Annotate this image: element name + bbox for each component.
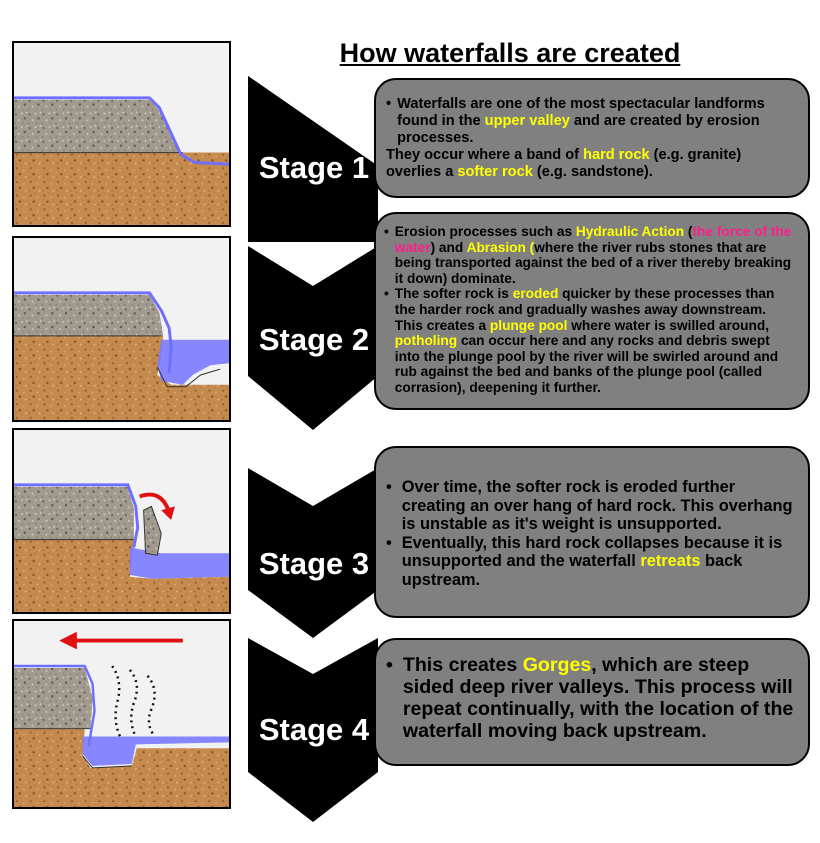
- text-run: Waterfalls are one of the most spectacul…: [397, 96, 765, 129]
- plunge-pool: [157, 339, 229, 385]
- stage-2-label: Stage 2: [258, 322, 370, 357]
- text-run: back upstream.: [401, 552, 743, 589]
- stage-3-description: • Over time, the softer rock is eroded fu…: [374, 446, 810, 618]
- highlighted-term: Abrasion (: [466, 239, 535, 255]
- bullet-icon: •: [386, 654, 393, 676]
- text-run: (e.g. sandstone).: [532, 164, 653, 180]
- highlighted-term: eroded: [512, 286, 559, 302]
- paragraph-text: The softer rock is eroded quicker by the…: [395, 286, 796, 395]
- description-paragraph: • The softer rock is eroded quicker by th…: [384, 286, 796, 395]
- stage-1-diagram: [12, 41, 231, 227]
- text-run: where the river rubs stones that are bei…: [394, 239, 792, 286]
- bullet-icon: •: [384, 224, 389, 239]
- highlighted-term: upper valley: [484, 113, 570, 129]
- text-run: quicker by these processes than the hard…: [394, 286, 775, 333]
- text-run: Over time, the softer rock is eroded fur…: [401, 478, 793, 533]
- text-run: This creates: [402, 654, 523, 676]
- bullet-icon: •: [384, 286, 389, 302]
- description-paragraph: They occur where a band of hard rock (e.…: [386, 147, 794, 181]
- paragraph-text: They occur where a band of hard rock (e.…: [386, 147, 794, 181]
- text-run: , which are steep sided deep river valle…: [402, 654, 794, 742]
- paragraph-text: This creates Gorges, which are steep sid…: [403, 654, 794, 742]
- text-run: ) and: [430, 239, 467, 255]
- text-run: They occur where a band of: [386, 147, 584, 163]
- text-run: where water is swilled around,: [567, 317, 770, 333]
- river-water: [14, 291, 173, 374]
- stage-1-chevron: [248, 76, 378, 242]
- stage-2-diagram: [12, 236, 231, 422]
- bullet-icon: •: [386, 96, 392, 112]
- text-run: The softer rock is: [394, 286, 513, 302]
- hard-rock-layer: [14, 486, 134, 540]
- page-title: How waterfalls are created: [339, 38, 681, 68]
- paragraph-text: Eventually, this hard rock collapses bec…: [402, 534, 794, 590]
- river-water: [14, 96, 229, 166]
- hard-rock-layer: [14, 294, 164, 336]
- stage-3-chevron: [248, 468, 378, 638]
- highlighted-term: Hydraulic Action: [575, 224, 685, 239]
- description-paragraph: • Eventually, this hard rock collapses be…: [386, 534, 794, 590]
- stage-3-label: Stage 3: [258, 546, 370, 581]
- plunge-pool: [82, 736, 229, 766]
- text-run: Erosion processes such as: [394, 224, 576, 239]
- description-paragraph: • Over time, the softer rock is eroded fu…: [386, 478, 794, 534]
- stage-4-chevron: [248, 638, 378, 822]
- stage-2-chevron: [248, 246, 378, 430]
- paragraph-text: Erosion processes such as Hydraulic Acti…: [395, 224, 796, 286]
- text-run: and are created by erosion processes.: [397, 113, 760, 146]
- highlighted-term: plunge pool: [489, 317, 568, 333]
- highlighted-term: potholing: [394, 333, 458, 349]
- highlighted-term: the force of the water: [394, 224, 792, 255]
- collapsing-rock: [143, 505, 162, 556]
- hard-rock-layer: [14, 99, 181, 153]
- stage-1-label: Stage 1: [258, 150, 370, 185]
- stage-3-diagram: [12, 428, 231, 614]
- highlighted-term: hard rock: [583, 147, 650, 163]
- stage-4-description: • This creates Gorges, which are steep si…: [374, 638, 810, 766]
- text-run: can occur here and any rocks and debris …: [394, 333, 779, 395]
- text-run: (e.g. granite) overlies a: [386, 147, 742, 180]
- paragraph-text: Waterfalls are one of the most spectacul…: [397, 96, 794, 147]
- soft-rock-layer: [14, 728, 229, 807]
- bullet-icon: •: [386, 533, 392, 552]
- river-water: [14, 483, 140, 548]
- soft-rock-layer: [14, 335, 229, 420]
- paragraph-text: Over time, the softer rock is eroded fur…: [402, 478, 794, 534]
- river-water: [14, 664, 96, 747]
- highlighted-term: Gorges: [522, 654, 592, 676]
- highlighted-term: softer rock: [457, 164, 533, 180]
- soft-rock-layer: [14, 152, 229, 225]
- stage-4-label: Stage 4: [258, 712, 370, 747]
- stage-1-description: • Waterfalls are one of the most spectacu…: [374, 78, 810, 198]
- text-run: (: [684, 224, 693, 239]
- hard-rock-layer: [14, 667, 93, 729]
- soft-rock-layer: [14, 539, 229, 612]
- description-paragraph: • Erosion processes such as Hydraulic Act…: [384, 224, 796, 286]
- highlighted-term: retreats: [640, 552, 701, 570]
- stage-4-diagram: [12, 619, 231, 809]
- text-run: Eventually, this hard rock collapses bec…: [401, 533, 783, 571]
- description-paragraph: • This creates Gorges, which are steep si…: [386, 654, 794, 742]
- stage-2-description: • Erosion processes such as Hydraulic Act…: [374, 212, 810, 410]
- bullet-icon: •: [386, 478, 392, 496]
- description-paragraph: • Waterfalls are one of the most spectacu…: [386, 96, 794, 147]
